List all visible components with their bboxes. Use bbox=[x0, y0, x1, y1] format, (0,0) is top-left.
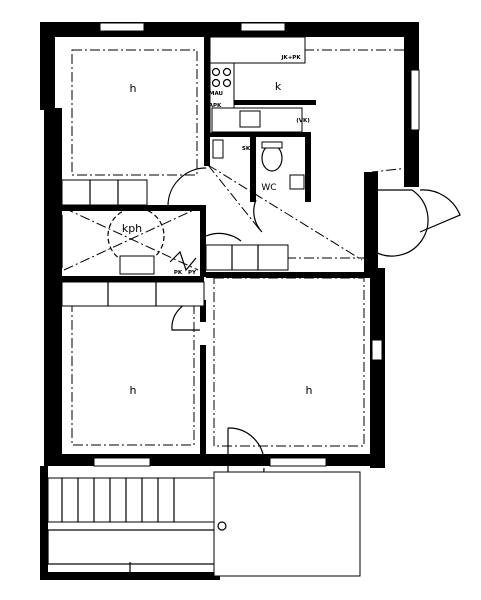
balcony bbox=[40, 466, 361, 580]
doors bbox=[167, 167, 461, 504]
fixture-label-sk: SK bbox=[242, 146, 251, 152]
room-label-kitchen: k bbox=[275, 80, 282, 93]
room-label-bedroom-bottom-left: h bbox=[130, 384, 137, 397]
room-label-living-room: h bbox=[306, 384, 313, 397]
fixture-label-py: PY bbox=[188, 270, 197, 276]
room-label-bathroom: kph bbox=[122, 222, 142, 235]
fixture-label-apk: APK bbox=[209, 103, 222, 109]
interior-walls bbox=[62, 36, 372, 455]
fixture-label-jk-pk: JK+PK bbox=[280, 55, 301, 61]
fixture-label-mau: MAU bbox=[209, 91, 223, 97]
room-label-bedroom-top-left: h bbox=[130, 82, 137, 95]
room-label-wc: WC bbox=[261, 183, 276, 193]
fixtures bbox=[61, 36, 306, 307]
fixture-label-vk: (VK) bbox=[296, 118, 310, 124]
fixture-label-pk: PK bbox=[174, 270, 183, 276]
